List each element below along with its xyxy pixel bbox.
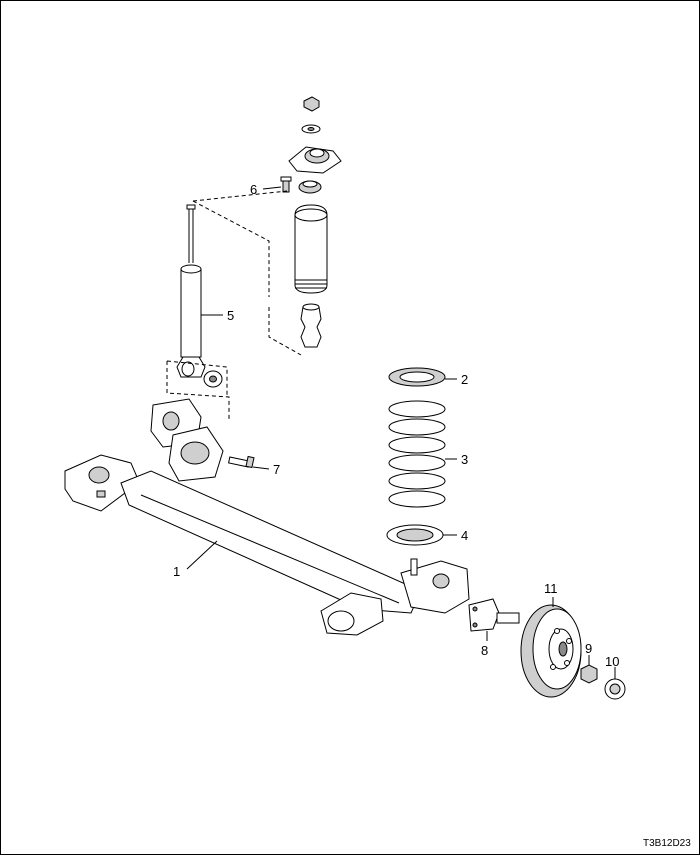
shock-absorber (176, 204, 206, 378)
callout-1: 1 (173, 564, 180, 579)
rear-axle-beam (64, 454, 470, 636)
bump-stop (300, 303, 322, 348)
callout-11: 11 (544, 581, 558, 596)
callout-6: 6 (250, 182, 257, 197)
hub-cap (604, 678, 626, 700)
coil-spring (388, 400, 446, 508)
shock-lower-bushing (203, 370, 223, 388)
callout-9: 9 (585, 641, 592, 656)
dust-boot (294, 204, 328, 294)
upper-strut-mount (288, 146, 342, 174)
axle-bolt (228, 455, 255, 469)
callout-5: 5 (227, 308, 234, 323)
hub-nut (580, 664, 598, 684)
axle-mount-bracket (150, 398, 224, 482)
callout-7: 7 (273, 462, 280, 477)
upper-spring-seat (388, 367, 446, 387)
callout-3: 3 (461, 452, 468, 467)
wheel-spindle (468, 598, 520, 632)
mount-bushing (298, 180, 322, 194)
callout-4: 4 (461, 528, 468, 543)
callout-2: 2 (461, 372, 468, 387)
figure-code: T3B12D23 (643, 838, 691, 849)
callout-10: 10 (605, 654, 619, 669)
callout-8: 8 (481, 643, 488, 658)
top-nut (303, 96, 320, 112)
mount-bolt (280, 176, 292, 193)
lower-spring-seat (386, 524, 444, 546)
top-washer (301, 124, 321, 134)
brake-drum (520, 604, 582, 698)
